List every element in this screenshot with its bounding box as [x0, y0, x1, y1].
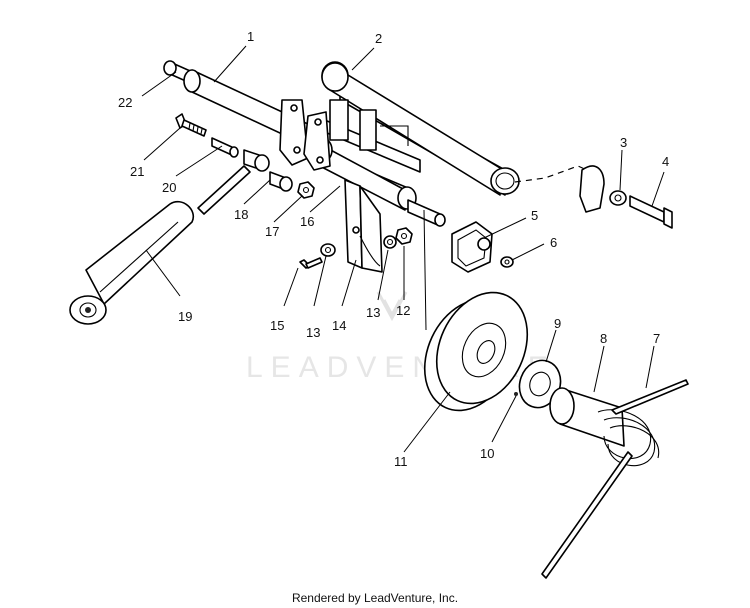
- callout-2: 2: [375, 31, 382, 46]
- bolt-group-3-4: [514, 165, 673, 229]
- callout-7: 7: [653, 331, 660, 346]
- callout-15: 15: [270, 318, 284, 333]
- idler-bracket-14: [344, 179, 383, 273]
- callout-13-left: 13: [306, 325, 320, 340]
- washer-13-left: [320, 243, 336, 257]
- nut-6: [500, 256, 514, 268]
- callout-14: 14: [332, 318, 346, 333]
- frame-brackets: [279, 99, 331, 171]
- lower-shaft-16: [407, 199, 446, 227]
- spacer-18: [243, 149, 293, 192]
- nut-17: [297, 181, 315, 199]
- callout-6: 6: [550, 235, 557, 250]
- callout-12: 12: [396, 303, 410, 318]
- callout-4: 4: [662, 154, 669, 169]
- callout-11: 11: [394, 454, 408, 469]
- spring-hub-8: [549, 387, 625, 447]
- callout-3: 3: [620, 135, 627, 150]
- callout-18: 18: [234, 207, 248, 222]
- callout-5: 5: [531, 208, 538, 223]
- adjuster-bracket-5: [451, 221, 493, 273]
- bushing-20: [211, 137, 239, 158]
- bolt-15: [299, 257, 323, 269]
- callout-21: 21: [130, 164, 144, 179]
- callout-16: 16: [300, 214, 314, 229]
- rail-frame: [311, 61, 520, 211]
- callouts: 1 2 3 4 5 6 7 8 9 10 11 12 13 13 14 15 1…: [118, 29, 669, 469]
- idler-wheel-11: [423, 291, 529, 412]
- callout-22: 22: [118, 95, 132, 110]
- leader-lines: [141, 45, 665, 453]
- bolt-21: [175, 113, 207, 137]
- callout-13-right: 13: [366, 305, 380, 320]
- callout-1: 1: [247, 29, 254, 44]
- callout-17: 17: [265, 224, 279, 239]
- callout-20: 20: [162, 180, 176, 195]
- callout-9: 9: [554, 316, 561, 331]
- callout-8: 8: [600, 331, 607, 346]
- shock-absorber-19: [69, 165, 251, 325]
- callout-19: 19: [178, 309, 192, 324]
- footer-credit: Rendered by LeadVenture, Inc.: [292, 591, 458, 605]
- callout-10: 10: [480, 446, 494, 461]
- nut-12: [395, 227, 413, 245]
- torsion-spring-7: [541, 379, 689, 579]
- washer-13-right: [383, 235, 397, 249]
